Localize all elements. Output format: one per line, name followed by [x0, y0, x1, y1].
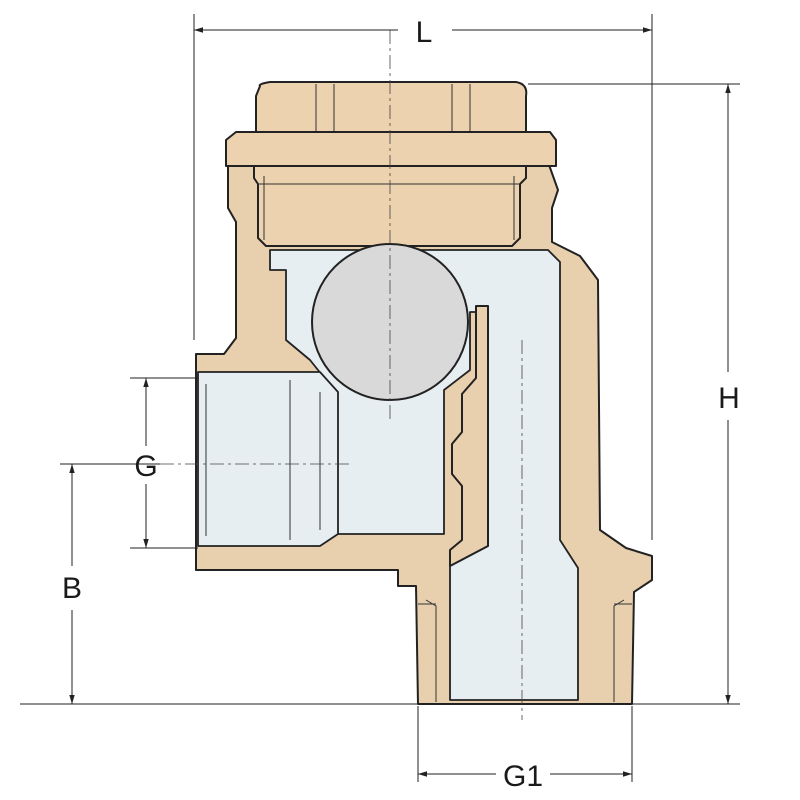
hex-cap: [225, 81, 557, 247]
extension-lines: [20, 14, 740, 782]
dim-label-b: B: [62, 572, 82, 605]
dim-label-l: L: [416, 16, 433, 49]
cap-flange: [225, 131, 557, 167]
dimension-lines: [69, 27, 731, 777]
hex-cap-top: [255, 81, 528, 133]
dim-label-g: G: [134, 450, 157, 483]
center-lines: [160, 30, 523, 720]
dim-label-h: H: [718, 382, 740, 415]
inlet-port-bore: [197, 371, 339, 547]
partition-wall: [449, 305, 489, 567]
dim-label-g1: G1: [503, 760, 543, 793]
dimension-labels: L H G B G1: [62, 16, 740, 793]
